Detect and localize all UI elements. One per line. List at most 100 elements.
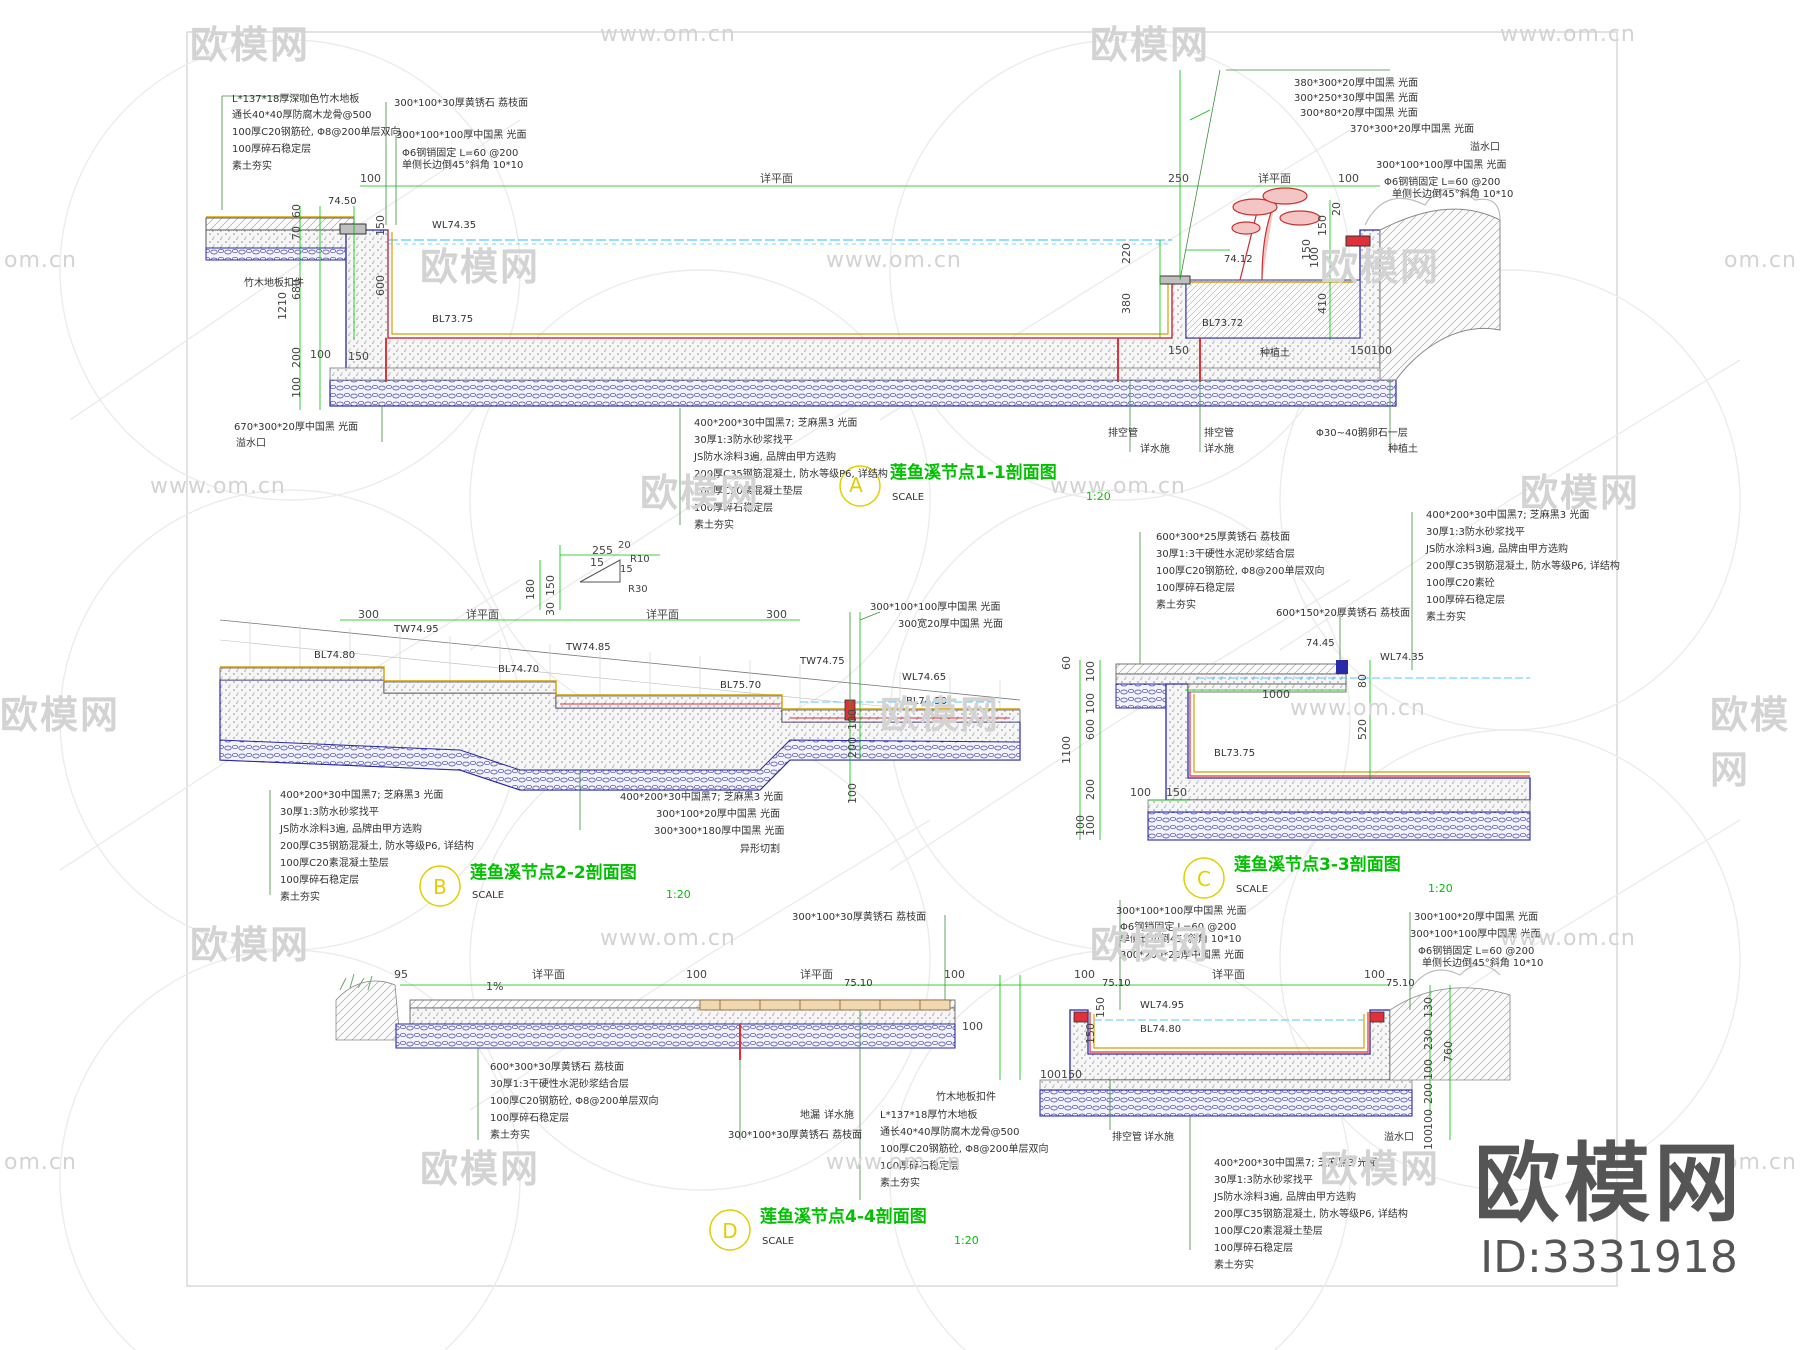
secD-scale: 1:20 <box>954 1234 979 1247</box>
secC-title: 莲鱼溪节点3-3剖面图 <box>1234 854 1401 875</box>
secA-label: 排空管 <box>1204 426 1234 439</box>
secB-text: 详平面 <box>466 607 499 621</box>
secD-small-label: 详水施 <box>824 1108 854 1121</box>
secC-left-note: 30厚1:3干硬性水泥砂浆结合层 <box>1156 547 1295 560</box>
secA-dim: 200 <box>290 347 303 368</box>
secA-bottom-note: 30厚1:3防水砂浆找平 <box>694 433 793 446</box>
secA-right-note: 300*80*20厚中国黑 光面 <box>1300 106 1418 119</box>
secD-small-label: 排空管 <box>1112 1130 1142 1143</box>
secD-dim: 1% <box>486 980 503 993</box>
secA-text: 详平面 <box>1258 171 1291 185</box>
secD-dim: 100 <box>962 1020 983 1033</box>
secD-top-note-mid: Φ6钢销固定 L=60 @200 <box>1120 920 1236 933</box>
secA-dim: 150 <box>348 350 369 363</box>
secD-dim: 100 <box>944 968 965 981</box>
secB-level: TW74.75 <box>799 656 845 667</box>
secA-right-note: 380*300*20厚中国黑 光面 <box>1294 76 1418 89</box>
secA-dim: 410 <box>1316 293 1329 314</box>
lotus-icon <box>1231 187 1321 281</box>
secC-right-note: 100厚碎石稳定层 <box>1426 593 1505 606</box>
secD-top-note-mid: 300*200*20厚中国黑 光面 <box>1120 948 1244 961</box>
secB-dim: 20 <box>618 540 631 551</box>
watermark-url: www.om.cn <box>1290 696 1426 721</box>
secA-dim: 70 <box>290 226 303 240</box>
secB-mid-note: 异形切割 <box>740 842 780 855</box>
secC-level: BL73.75 <box>1214 748 1255 759</box>
secA-scale: 1:20 <box>1086 490 1111 503</box>
secB-dim: 300 <box>766 608 787 621</box>
secA-text: 详平面 <box>760 171 793 185</box>
watermark-url: www.om.cn <box>1500 926 1636 951</box>
secB-dim: 100 <box>846 783 859 804</box>
secA-label: 溢水口 <box>236 436 266 449</box>
secB-dim: R10 <box>630 554 650 565</box>
secA-dim: 150 <box>1316 215 1329 236</box>
secA-label: 排空管 <box>1108 426 1138 439</box>
secB-level: BL75.70 <box>720 680 761 691</box>
secA-dim: 20 <box>1330 202 1343 216</box>
secC-dim: 1000 <box>1262 688 1290 701</box>
secC-level: 74.45 <box>1306 638 1335 649</box>
secD-left-note: 100厚C20钢筋砼, Φ8@200单层双向 <box>490 1094 658 1107</box>
secB-dim: 100 <box>846 709 859 730</box>
secB-bottom-note: JS防水涂料3遍, 品牌由甲方选购 <box>279 822 422 835</box>
secD-dim: 100150 <box>1040 1068 1082 1081</box>
secB-level: BL74.50 <box>906 696 947 707</box>
secA-bottom-note: JS防水涂料3遍, 品牌由甲方选购 <box>693 450 836 463</box>
secA-label: 详水施 <box>1140 442 1170 455</box>
secD-right-note: Φ6钢销固定 L=60 @200 <box>1418 944 1534 957</box>
secB-right-note: 300*100*100厚中国黑 光面 <box>870 600 1000 613</box>
secA-top-note: L*137*18厚深咖色竹木地板 <box>232 92 359 105</box>
watermark-url: om.cn <box>1724 1150 1797 1175</box>
watermark-logo: 欧模网 <box>420 1147 541 1191</box>
secC-dim: 100 <box>1074 815 1087 836</box>
secB-text: 详平面 <box>646 607 679 621</box>
secA-dim: 220 <box>1120 243 1133 264</box>
secB-title: 莲鱼溪节点2-2剖面图 <box>470 862 637 883</box>
secC-dim: 100 <box>1130 786 1151 799</box>
secC-left-note: 600*300*25厚黄锈石 荔枝面 <box>1156 530 1290 543</box>
secD-dim: 100 <box>1074 968 1095 981</box>
watermark-logo: 欧模网 <box>1090 923 1211 967</box>
secC-scale-label: SCALE <box>1236 884 1268 895</box>
secD-bottom-note: 100厚碎石稳定层 <box>1214 1241 1293 1254</box>
secA-dim: 100 <box>360 172 381 185</box>
secD-left-note: 600*300*30厚黄锈石 荔枝面 <box>490 1060 624 1073</box>
secA-right-note: 370*300*20厚中国黑 光面 <box>1350 122 1474 135</box>
secB-mid-note: 400*200*30中国黑7; 芝麻黑3 光面 <box>620 790 783 803</box>
secD-marker-letter: D <box>722 1219 737 1243</box>
brand-block: 欧模网 ID:3331918 <box>1474 1136 1744 1284</box>
secA-bottom-note: 素土夯实 <box>694 518 734 531</box>
secC-right-note: 100厚C20素砼 <box>1426 576 1495 589</box>
secA-dim: 100 <box>310 348 331 361</box>
secA-top-note: 100厚C20钢筋砼, Φ8@200单层双向 <box>232 125 400 138</box>
watermark-url: www.om.cn <box>826 248 962 273</box>
watermark-url: www.om.cn <box>826 1150 962 1175</box>
secD-dim: 95 <box>394 968 408 981</box>
secC-dim: 100 <box>1084 661 1097 682</box>
secA-label: Φ30~40鹅卵石一层 <box>1316 426 1408 439</box>
secA-right-note: 单侧长边倒45°斜角 10*10 <box>1392 187 1513 200</box>
secC-right-note: 30厚1:3防水砂浆找平 <box>1426 525 1525 538</box>
secA-top-note: 300*100*30厚黄锈石 荔枝面 <box>394 96 528 109</box>
secA-dim: 100 <box>1308 247 1321 268</box>
secA-level: WL74.35 <box>432 220 476 231</box>
secD-right-note: 300*100*20厚中国黑 光面 <box>1414 910 1538 923</box>
secA-level: 74.12 <box>1224 254 1253 265</box>
secA-label: 竹木地板扣件 <box>244 276 304 289</box>
secA-label: 详水施 <box>1204 442 1234 455</box>
watermark-logo: 欧模网 <box>640 471 761 515</box>
secD-top-note-mid: 单侧长边倒45°斜角 10*10 <box>1120 932 1241 945</box>
secB-dim: 15 <box>590 556 604 569</box>
secD-left-note: 100厚碎石稳定层 <box>490 1111 569 1124</box>
secB-mid-note: 300*300*180厚中国黑 光面 <box>654 824 784 837</box>
secA-label: 种植土 <box>1260 346 1290 359</box>
watermark-logo: 欧模网 <box>1320 245 1441 289</box>
secA-label: 670*300*20厚中国黑 光面 <box>234 420 358 433</box>
secD-right-note: 300*100*100厚中国黑 光面 <box>1410 927 1540 940</box>
secB-bottom-note: 200厚C35钢筋混凝土, 防水等级P6, 详结构 <box>280 839 474 852</box>
secD-mid-note: L*137*18厚竹木地板 <box>880 1108 977 1121</box>
secA-dim: 100 <box>290 377 303 398</box>
secC-right-note: JS防水涂料3遍, 品牌由甲方选购 <box>1425 542 1568 555</box>
